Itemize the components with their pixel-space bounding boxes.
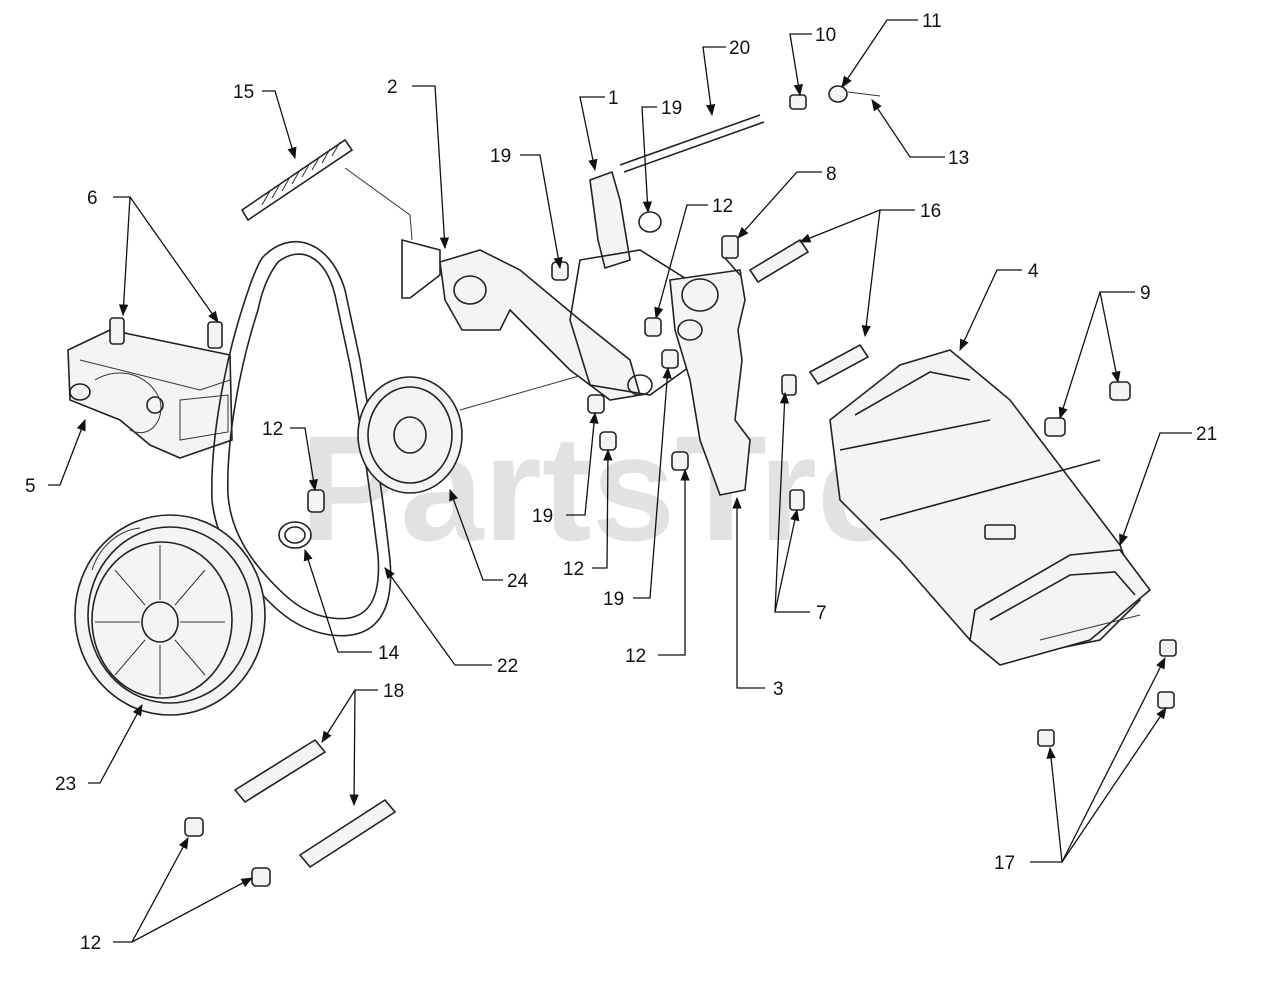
callout-label-13: 13 <box>948 148 969 169</box>
callout-label-21: 21 <box>1196 424 1217 445</box>
leader-line-16a <box>798 209 915 243</box>
callout-label-10: 10 <box>815 25 836 46</box>
leader-line-14 <box>303 548 372 653</box>
leader-line-22 <box>384 567 492 666</box>
leader-line-12e <box>113 836 189 943</box>
leader-line-18b <box>349 689 359 807</box>
leader-line-13 <box>871 99 945 158</box>
leader-line-19d <box>633 366 672 599</box>
leader-line-7b <box>774 508 800 613</box>
callout-label-12d: 12 <box>625 646 646 667</box>
retaining-ring-part <box>278 521 312 549</box>
callout-label-6: 6 <box>87 188 98 209</box>
callout-label-11: 11 <box>922 11 942 32</box>
belt-guard-bracket-part <box>67 317 233 459</box>
leader-line-10 <box>789 33 812 97</box>
leader-line-1 <box>579 96 605 172</box>
leader-line-12c <box>592 448 613 569</box>
shift-rod-part <box>619 85 881 173</box>
leader-line-18a <box>321 689 378 743</box>
hex-nut-part <box>307 489 325 513</box>
gearcase-screws-part <box>1037 639 1177 747</box>
leader-line-23 <box>88 703 143 784</box>
callout-label-3: 3 <box>773 679 784 700</box>
leader-line-17a <box>1030 746 1063 863</box>
callout-label-14: 14 <box>378 643 400 664</box>
v-belt-part <box>211 241 392 637</box>
callout-label-19c: 19 <box>532 506 553 527</box>
leader-line-12f <box>131 877 254 943</box>
callout-label-24: 24 <box>507 571 529 592</box>
idler-pulley-part <box>357 369 601 494</box>
callout-label-9: 9 <box>1140 283 1151 304</box>
callout-label-12b: 12 <box>262 419 283 440</box>
leader-line-2 <box>412 85 450 250</box>
leader-line-6b <box>129 196 219 323</box>
leader-line-19a <box>520 154 563 270</box>
leader-line-4 <box>959 269 1022 352</box>
callout-label-18: 18 <box>383 681 404 702</box>
idler-arm-part <box>401 238 642 401</box>
leader-line-8 <box>737 171 822 239</box>
callout-label-1: 1 <box>608 88 619 109</box>
leader-line-5 <box>48 418 86 486</box>
callout-label-17: 17 <box>994 853 1015 874</box>
callout-label-20: 20 <box>729 38 750 59</box>
leader-line-17b <box>1061 656 1166 863</box>
callout-label-2: 2 <box>387 77 398 98</box>
leader-line-15 <box>262 90 297 160</box>
leader-line-12d <box>658 468 690 656</box>
leader-line-6a <box>113 196 131 317</box>
spring-part <box>240 138 413 241</box>
small-nuts-part <box>551 261 689 471</box>
leader-line-11 <box>841 19 918 88</box>
leader-line-24 <box>449 488 503 581</box>
leader-line-12b <box>290 427 318 492</box>
callout-label-7: 7 <box>816 603 827 624</box>
gearcase-part <box>829 349 1152 666</box>
callout-label-16: 16 <box>920 201 941 222</box>
leader-line-9b <box>1099 291 1121 384</box>
callout-label-8: 8 <box>826 164 837 185</box>
housing-plate-part <box>627 269 751 496</box>
leader-line-19c <box>566 411 599 516</box>
callout-label-5: 5 <box>25 476 36 497</box>
leader-line-19b <box>641 106 657 214</box>
leader-line-21 <box>1119 432 1192 547</box>
callout-label-12c: 12 <box>563 559 584 580</box>
callout-label-4: 4 <box>1028 261 1039 282</box>
shift-bracket-part <box>569 170 721 396</box>
callout-label-22: 22 <box>497 656 518 677</box>
callout-label-12e: 12 <box>80 933 101 954</box>
callout-label-23: 23 <box>55 774 76 795</box>
leader-line-20 <box>702 46 726 117</box>
leader-line-16b <box>861 209 881 338</box>
callout-label-15: 15 <box>233 82 254 103</box>
hex-bolt-part <box>721 235 870 511</box>
gearcase-nuts-part <box>1044 381 1131 437</box>
callout-label-19a: 19 <box>490 146 511 167</box>
callout-label-12a: 12 <box>712 196 733 217</box>
callout-label-19b: 19 <box>661 98 682 119</box>
large-pulley-part <box>74 514 266 716</box>
leader-line-12a <box>654 204 708 320</box>
callout-label-19d: 19 <box>603 589 624 610</box>
leader-line-17c <box>1061 707 1167 863</box>
long-bolts-part <box>184 738 397 887</box>
leader-line-3 <box>732 496 765 689</box>
